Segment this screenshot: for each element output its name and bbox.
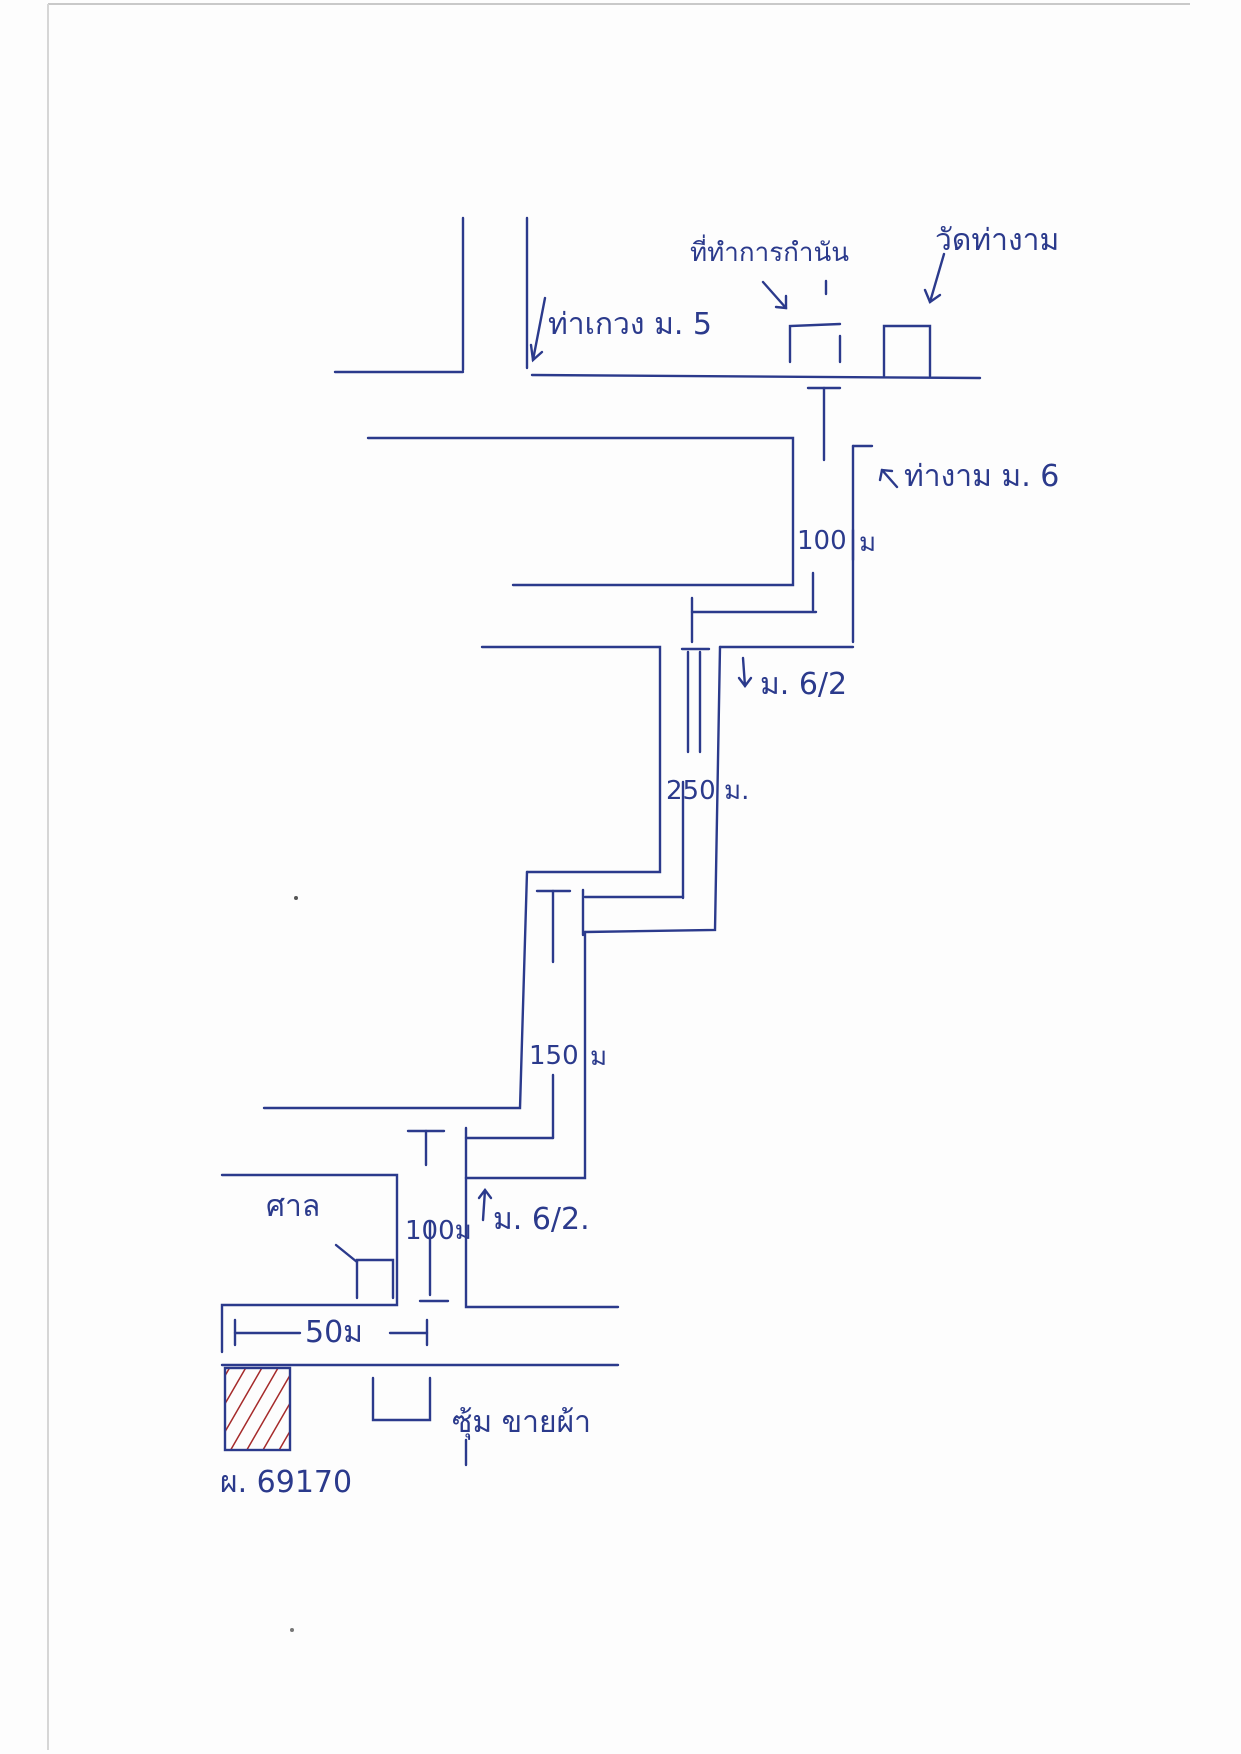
- label-m6-2-lower: ม. 6/2.: [493, 1202, 590, 1237]
- arrow-office: [761, 280, 788, 310]
- middle-road-right-edge: [583, 645, 722, 934]
- label-tha-ngam-m6: ท่างาม ม. 6: [904, 459, 1060, 494]
- stray-dot: [294, 896, 298, 900]
- arrow-tha-ngam-head: [878, 468, 894, 482]
- label-office: ที่ทำการกำนัน: [690, 238, 850, 268]
- label-tha-kwao-m5: ท่าเกวง ม. 5: [548, 307, 713, 342]
- label-dist-100-bottom: 100ม: [405, 1216, 472, 1246]
- label-school: ศาล: [266, 1189, 321, 1224]
- label-m6-2-upper: ม. 6/2: [760, 667, 848, 702]
- label-wat: วัดท่างาม: [935, 223, 1060, 258]
- arrow-tha-ngam: [880, 468, 899, 489]
- arrow-m6-2-lower-head: [477, 1188, 493, 1200]
- middle-side-road-a: [480, 645, 662, 874]
- school-arrow: [334, 1243, 359, 1264]
- label-plate: ผ. 69170: [220, 1465, 353, 1500]
- arrow-wat: [928, 252, 946, 304]
- bottom-road-right: [464, 1176, 620, 1309]
- hatched-house-plot: [223, 1366, 292, 1452]
- arrow-wat-head: [923, 288, 942, 304]
- arrow-m6-2-upper: [741, 656, 747, 688]
- office-building: [788, 322, 842, 364]
- label-dist-50: 50ม: [305, 1315, 363, 1350]
- label-unit-100-top: ม: [859, 528, 877, 558]
- label-unit-250: ม.: [724, 776, 750, 806]
- arrow-m6-2-lower: [481, 1188, 487, 1222]
- lower-road-right-edge: [464, 930, 587, 1180]
- arrow-office-head: [774, 294, 788, 310]
- arrow-tha-kwao: [531, 296, 547, 362]
- temple-building: [882, 324, 932, 378]
- bottom-side-road: [220, 1173, 399, 1354]
- lower-side-road-a: [262, 870, 529, 1110]
- label-unit-150: ม: [590, 1042, 608, 1072]
- arrow-m6-2-upper-head: [737, 676, 753, 688]
- stray-dot: [290, 1628, 294, 1632]
- top-main-road: [530, 373, 982, 380]
- label-shop: ซุ้ม ขายผ้า: [452, 1405, 592, 1440]
- school-building: [355, 1258, 395, 1300]
- label-dist-150: 150: [529, 1041, 579, 1071]
- upper-side-road-a: [366, 436, 795, 587]
- label-dist-250: 250: [666, 776, 716, 806]
- label-dist-100-top: 100: [797, 526, 847, 556]
- arrow-tha-kwao-head: [529, 343, 544, 363]
- shop-building: [371, 1376, 432, 1422]
